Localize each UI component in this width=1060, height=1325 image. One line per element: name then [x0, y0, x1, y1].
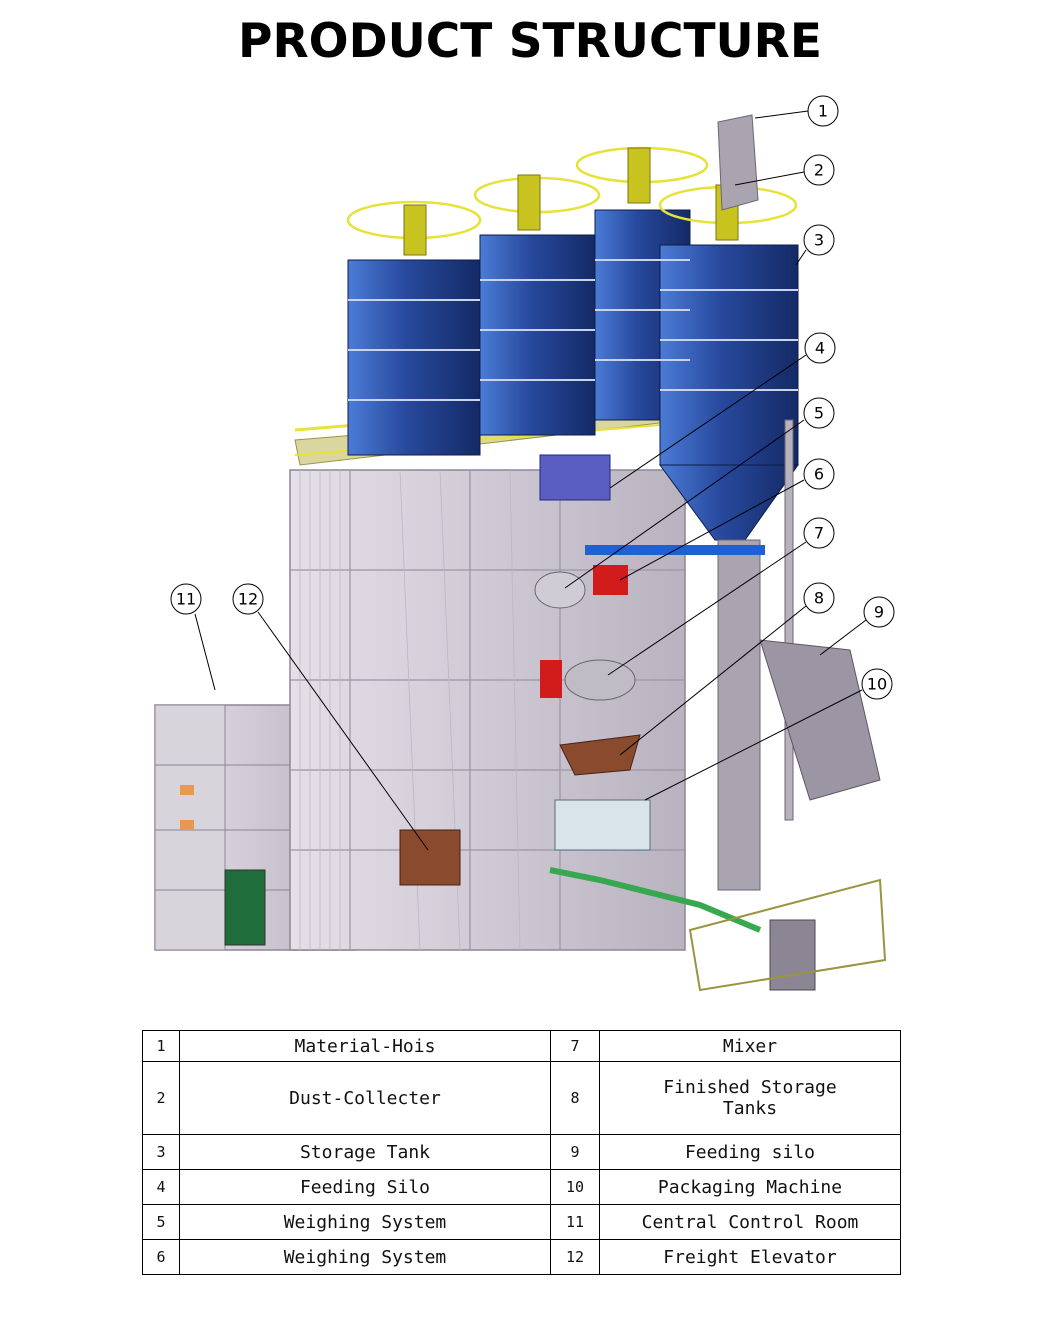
legend-name: Finished Storage Tanks — [599, 1061, 901, 1135]
legend-row: 3 Storage Tank 9 Feeding silo — [142, 1134, 901, 1170]
callout-label-8: 8 — [814, 589, 824, 608]
legend-name: Feeding Silo — [179, 1169, 551, 1205]
callout-markers — [170, 95, 895, 851]
callout-label-10: 10 — [867, 675, 887, 694]
callout-7 — [607, 517, 835, 676]
legend-number: 7 — [550, 1030, 600, 1062]
legend-number: 2 — [142, 1061, 180, 1135]
palletizer-area — [688, 878, 887, 992]
callout-label-11: 11 — [176, 590, 196, 609]
legend-number: 1 — [142, 1030, 180, 1062]
callout-label-9: 9 — [874, 603, 884, 622]
legend-name: Mixer — [599, 1030, 901, 1062]
legend-name: Weighing System — [179, 1204, 551, 1240]
storage-tank-silos — [346, 146, 799, 541]
callout-label-1: 1 — [818, 102, 828, 121]
page-title: PRODUCT STRUCTURE — [238, 14, 822, 69]
callout-label-2: 2 — [814, 161, 824, 180]
process-equipment — [399, 454, 765, 933]
callout-label-5: 5 — [814, 404, 824, 423]
feeding-silo-hopper — [759, 639, 881, 801]
callout-label-7: 7 — [814, 524, 824, 543]
callout-5 — [564, 397, 835, 589]
callout-8 — [619, 582, 835, 756]
callout-6 — [619, 458, 835, 581]
legend-name: Dust-Collecter — [179, 1061, 551, 1135]
legend-number: 4 — [142, 1169, 180, 1205]
legend-name: Freight Elevator — [599, 1239, 901, 1275]
callout-9 — [819, 596, 895, 656]
callout-11 — [170, 583, 216, 691]
legend-name: Storage Tank — [179, 1134, 551, 1170]
legend-name: Central Control Room — [599, 1204, 901, 1240]
callout-12 — [232, 583, 429, 851]
callout-4 — [609, 332, 836, 489]
legend-row: 4 Feeding Silo 10 Packaging Machine — [142, 1169, 901, 1205]
legend-number: 12 — [550, 1239, 600, 1275]
callout-3 — [795, 224, 835, 266]
legend-row: 6 Weighing System 12 Freight Elevator — [142, 1239, 901, 1275]
callout-label-3: 3 — [814, 231, 824, 250]
legend-name: Packaging Machine — [599, 1169, 901, 1205]
legend-number: 10 — [550, 1169, 600, 1205]
legend-name: Weighing System — [179, 1239, 551, 1275]
legend-number: 9 — [550, 1134, 600, 1170]
dust-collectors — [403, 147, 739, 256]
legend-row: 5 Weighing System 11 Central Control Roo… — [142, 1204, 901, 1240]
plant-diagram: 1 2 3 4 5 6 7 8 9 10 11 12 — [154, 95, 895, 992]
legend-row: 1 Material-Hois 7 Mixer — [142, 1030, 901, 1062]
legend-number: 8 — [550, 1061, 600, 1135]
callout-label-12: 12 — [238, 590, 258, 609]
legend-number: 5 — [142, 1204, 180, 1240]
callout-label-6: 6 — [814, 465, 824, 484]
legend-table: 1 Material-Hois 7 Mixer 2 Dust-Collecter… — [142, 1030, 901, 1275]
callout-2 — [734, 154, 835, 186]
legend-name: Feeding silo — [599, 1134, 901, 1170]
legend-row: 2 Dust-Collecter 8 Finished Storage Tank… — [142, 1061, 901, 1135]
callout-10 — [644, 668, 893, 801]
legend-number: 11 — [550, 1204, 600, 1240]
legend-name: Material-Hois — [179, 1030, 551, 1062]
callout-1 — [754, 95, 839, 127]
callout-label-4: 4 — [815, 339, 825, 358]
legend-number: 6 — [142, 1239, 180, 1275]
legend-number: 3 — [142, 1134, 180, 1170]
